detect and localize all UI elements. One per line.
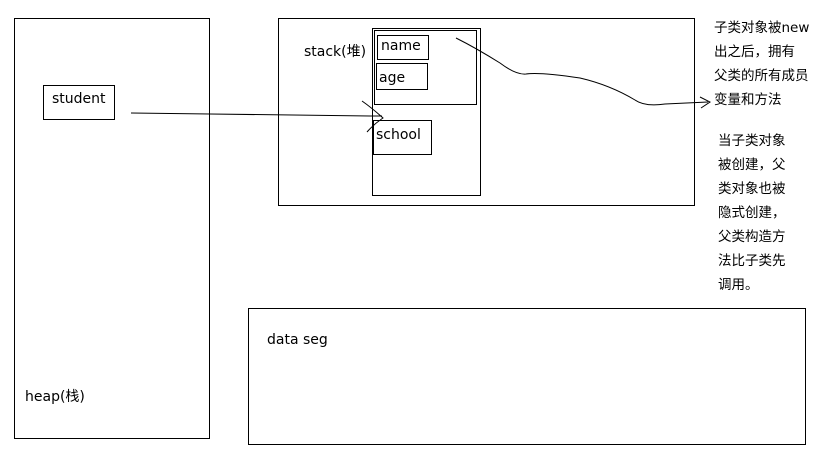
name-field-label: name: [381, 38, 421, 54]
student-variable-box: [43, 85, 115, 120]
name-field-box: [377, 35, 429, 60]
age-field-label: age: [379, 70, 406, 86]
school-field-label: school: [376, 127, 421, 143]
note-line: 隐式创建，: [718, 205, 786, 221]
note-line: 类对象也被: [718, 181, 786, 197]
note-line: 变量和方法: [714, 92, 782, 108]
school-field-box: [373, 120, 432, 155]
note-line: 被创建，父: [718, 157, 786, 173]
note-pointer-arrowhead: [699, 96, 711, 109]
stack-label: stack(堆): [304, 44, 367, 60]
note-construction: 当子类对象 被创建，父 类对象也被 隐式创建， 父类构造方 法比子类先 调用。: [718, 129, 786, 297]
age-field-box: [376, 63, 428, 90]
data-seg-label: data seg: [267, 332, 328, 348]
note-line: 调用。: [718, 277, 759, 293]
data-seg-region: [248, 308, 806, 445]
note-line: 法比子类先: [718, 253, 786, 269]
note-line: 当子类对象: [718, 133, 786, 149]
note-line: 子类对象被new: [714, 20, 810, 36]
note-line: 父类构造方: [718, 229, 786, 245]
stack-region: [278, 18, 695, 206]
student-label: student: [52, 91, 106, 107]
heap-region: [14, 18, 210, 439]
heap-label: heap(栈): [25, 389, 85, 405]
note-line: 出之后，拥有: [714, 44, 795, 60]
note-line: 父类的所有成员: [714, 68, 809, 84]
note-inheritance: 子类对象被new 出之后，拥有 父类的所有成员 变量和方法: [714, 16, 809, 112]
